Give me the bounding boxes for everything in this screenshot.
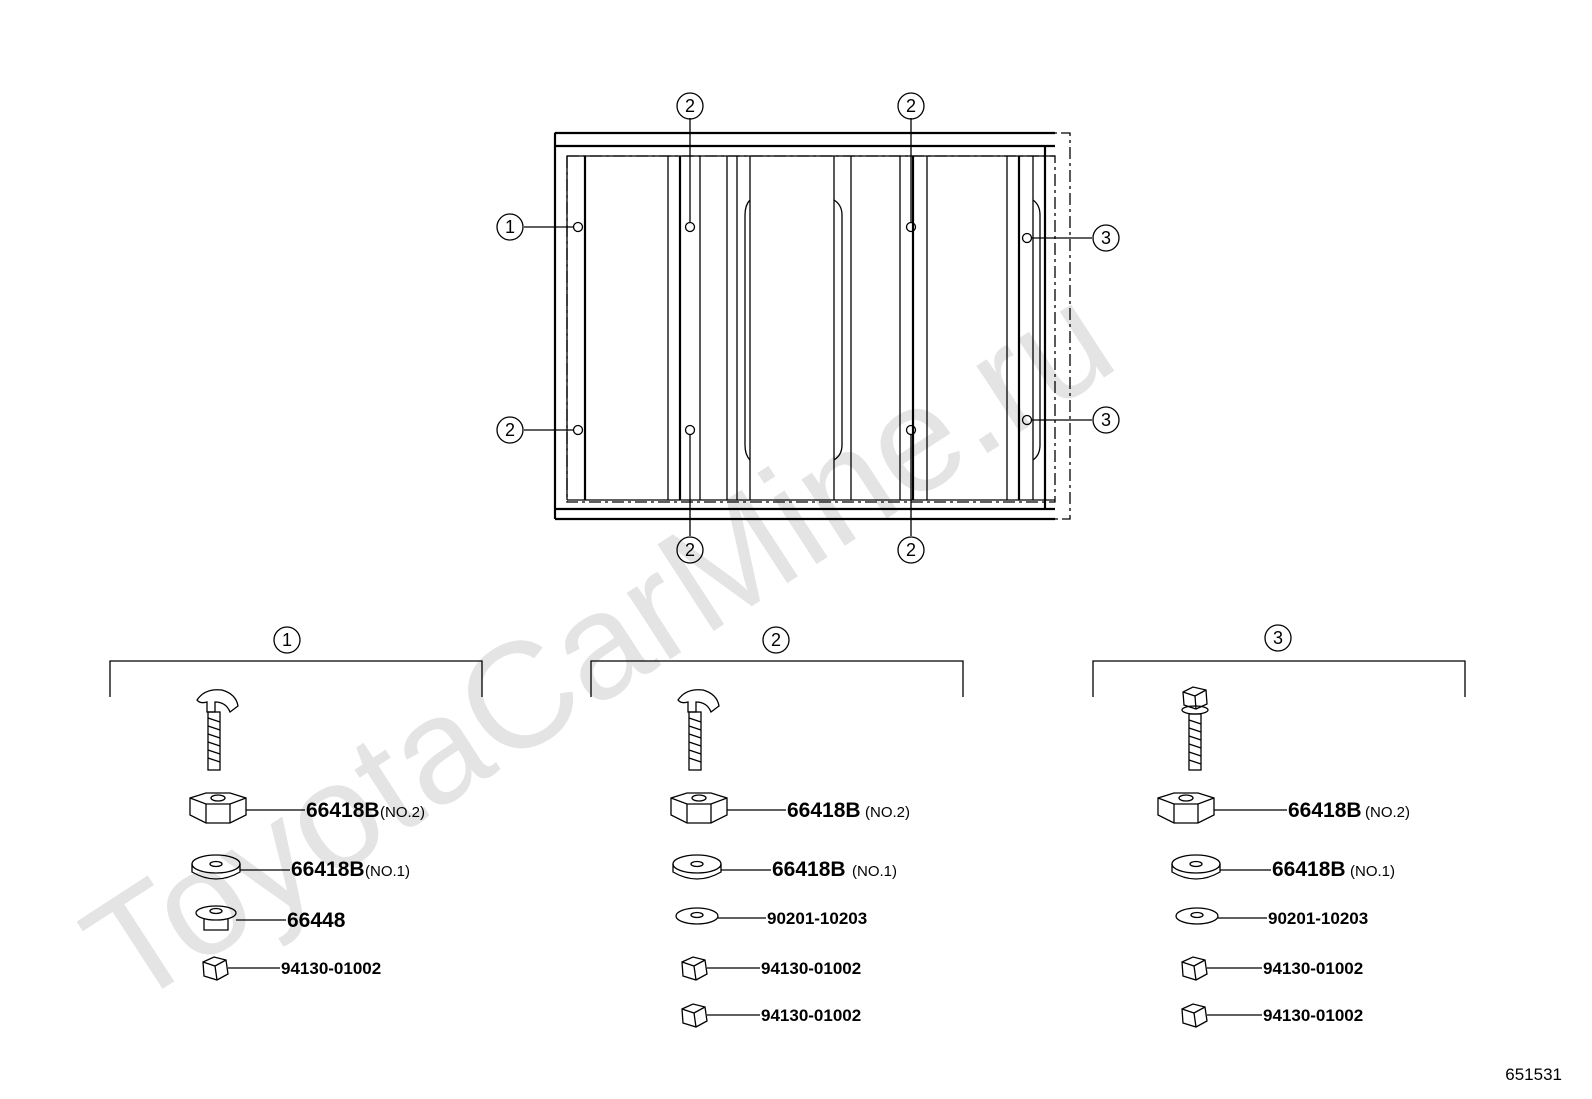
hex-bolt-icon: [1181, 686, 1209, 771]
part-note: (NO.1): [365, 863, 410, 880]
frame-callout: 2: [676, 92, 704, 120]
hook-bolt-icon: [196, 689, 239, 771]
hook-bolt-icon: [677, 689, 720, 771]
group-number: 3: [1273, 628, 1283, 648]
part-note: (NO.1): [1350, 863, 1395, 880]
round-washer-icon: [191, 854, 290, 880]
part-number: 94130-01002: [1263, 1006, 1363, 1025]
part-number: 66448: [287, 909, 346, 932]
round-washer-icon: [1171, 854, 1271, 880]
part-number: 66418B: [291, 858, 365, 881]
part-note: (NO.2): [1365, 804, 1410, 821]
fastener-group-3: 3 66418B (NO.2) 66418B (NO.1): [1092, 624, 1466, 1028]
octagon-washer-icon: [1157, 792, 1287, 824]
frame-callout: 2: [496, 416, 524, 444]
part-number: 66418B: [306, 799, 380, 822]
part-number: 66418B: [787, 799, 861, 822]
part-note: (NO.1): [852, 863, 897, 880]
frame-callout: 3: [1092, 224, 1120, 252]
callout-number: 3: [1101, 410, 1111, 430]
frame-callout: 3: [1092, 406, 1120, 434]
part-number: 94130-01002: [1263, 959, 1363, 978]
hex-nut-icon: [681, 1003, 760, 1028]
frame-callout: 1: [496, 213, 524, 241]
octagon-washer-icon: [189, 792, 305, 824]
fastener-group-1: 1 66418B (NO.2) 66418B (NO.1): [109, 626, 483, 981]
hex-nut-icon: [1181, 956, 1262, 981]
part-number: 90201-10203: [767, 909, 867, 928]
part-number: 90201-10203: [1268, 909, 1368, 928]
group-number: 1: [282, 630, 292, 650]
frame-callout: 2: [676, 536, 704, 564]
callout-number: 2: [505, 420, 515, 440]
fastener-group-2: 2 66418B (NO.2) 66418B (NO.1): [590, 626, 964, 1028]
flange-nut-icon: [195, 905, 286, 931]
frame-callout: 2: [897, 92, 925, 120]
part-number: 94130-01002: [761, 959, 861, 978]
hex-nut-icon: [1181, 1003, 1262, 1028]
octagon-washer-icon: [670, 792, 786, 824]
callout-number: 2: [906, 96, 916, 116]
round-washer-icon: [672, 854, 771, 880]
deck-frame: [553, 131, 1071, 521]
hex-nut-icon: [202, 956, 280, 981]
part-note: (NO.2): [380, 804, 425, 821]
group-number: 2: [771, 630, 781, 650]
callout-number: 2: [685, 540, 695, 560]
part-number: 66418B: [1288, 799, 1362, 822]
flat-washer-icon: [1175, 907, 1267, 925]
watermark: ToyotaCarMine.ru: [56, 251, 1140, 1037]
callout-number: 3: [1101, 228, 1111, 248]
part-number: 94130-01002: [281, 959, 381, 978]
diagram-id: 651531: [1505, 1065, 1562, 1084]
frame-callout: 2: [897, 536, 925, 564]
hex-nut-icon: [681, 956, 760, 981]
part-number: 94130-01002: [761, 1006, 861, 1025]
callout-number: 2: [906, 540, 916, 560]
flat-washer-icon: [675, 907, 766, 925]
callout-number: 1: [505, 217, 515, 237]
frame-bolt-holes: [572, 221, 1033, 436]
part-number: 66418B: [772, 858, 846, 881]
frame-leader-lines: [524, 118, 1092, 536]
part-number: 66418B: [1272, 858, 1346, 881]
callout-number: 2: [685, 96, 695, 116]
part-note: (NO.2): [865, 804, 910, 821]
